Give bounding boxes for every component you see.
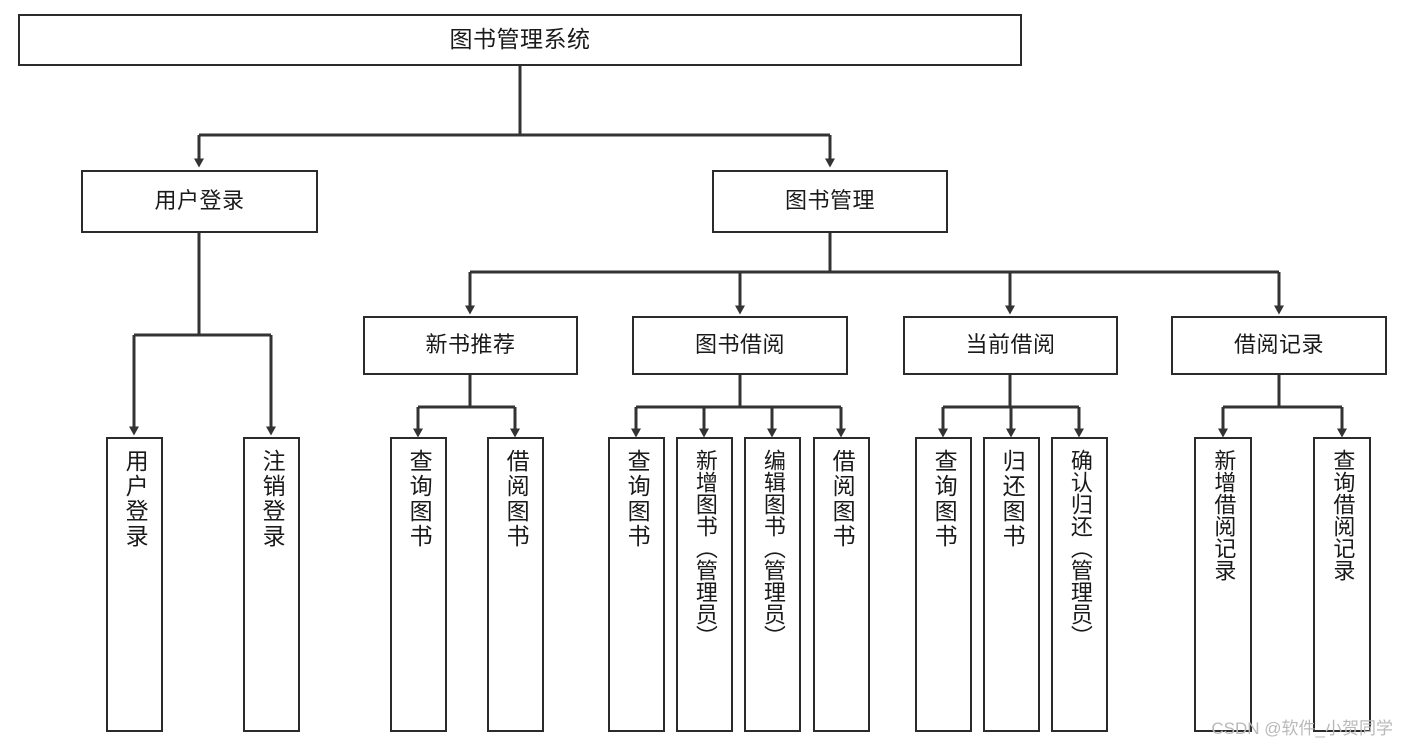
node-book-borrow-label: 图书借阅 [694, 332, 785, 358]
node-current-borrow[interactable]: 当前借阅 [903, 316, 1118, 375]
node-root-label: 图书管理系统 [449, 26, 591, 53]
node-book-management[interactable]: 图书管理 [712, 170, 948, 233]
node-leaf-borrow-book-2-label: 借阅图书 [829, 449, 856, 549]
node-root[interactable]: 图书管理系统 [18, 14, 1022, 66]
node-leaf-query-book-1[interactable]: 查询图书 [390, 437, 447, 732]
node-leaf-borrow-book-2[interactable]: 借阅图书 [813, 437, 870, 732]
node-leaf-query-book-2[interactable]: 查询图书 [608, 437, 665, 732]
node-leaf-logout[interactable]: 注销登录 [243, 437, 300, 732]
node-leaf-edit-book[interactable]: 编辑图书（管理员） [744, 437, 801, 732]
node-leaf-add-record-label: 新增借阅记录 [1211, 449, 1237, 581]
node-leaf-user-login[interactable]: 用户登录 [106, 437, 163, 732]
node-new-book-recommend-label: 新书推荐 [425, 332, 516, 358]
node-leaf-user-login-label: 用户登录 [122, 449, 149, 549]
node-leaf-confirm-return[interactable]: 确认归还（管理员） [1051, 437, 1108, 732]
node-leaf-return-book[interactable]: 归还图书 [983, 437, 1040, 732]
node-leaf-edit-book-label: 编辑图书（管理员） [760, 449, 786, 647]
node-leaf-add-record[interactable]: 新增借阅记录 [1194, 437, 1252, 732]
node-leaf-confirm-return-label: 确认归还（管理员） [1067, 449, 1093, 647]
node-leaf-return-book-label: 归还图书 [999, 449, 1026, 549]
node-leaf-borrow-book-1[interactable]: 借阅图书 [487, 437, 544, 732]
node-user-login[interactable]: 用户登录 [81, 170, 318, 233]
node-leaf-logout-label: 注销登录 [259, 449, 286, 549]
node-book-management-label: 图书管理 [784, 188, 875, 214]
node-current-borrow-label: 当前借阅 [965, 332, 1056, 358]
node-borrow-record[interactable]: 借阅记录 [1171, 316, 1387, 375]
node-borrow-record-label: 借阅记录 [1233, 332, 1324, 358]
node-leaf-query-record[interactable]: 查询借阅记录 [1313, 437, 1371, 732]
node-book-borrow[interactable]: 图书借阅 [632, 316, 848, 375]
node-leaf-add-book[interactable]: 新增图书（管理员） [676, 437, 733, 732]
watermark: CSDN @软件_小贺同学 [1211, 719, 1393, 738]
node-user-login-label: 用户登录 [154, 188, 245, 214]
node-leaf-query-record-label: 查询借阅记录 [1330, 449, 1356, 581]
node-leaf-borrow-book-1-label: 借阅图书 [503, 449, 530, 549]
node-leaf-query-book-1-label: 查询图书 [406, 449, 433, 549]
node-leaf-add-book-label: 新增图书（管理员） [692, 449, 718, 647]
node-leaf-query-book-3[interactable]: 查询图书 [915, 437, 972, 732]
node-leaf-query-book-3-label: 查询图书 [931, 449, 958, 549]
node-new-book-recommend[interactable]: 新书推荐 [363, 316, 578, 375]
node-leaf-query-book-2-label: 查询图书 [624, 449, 651, 549]
